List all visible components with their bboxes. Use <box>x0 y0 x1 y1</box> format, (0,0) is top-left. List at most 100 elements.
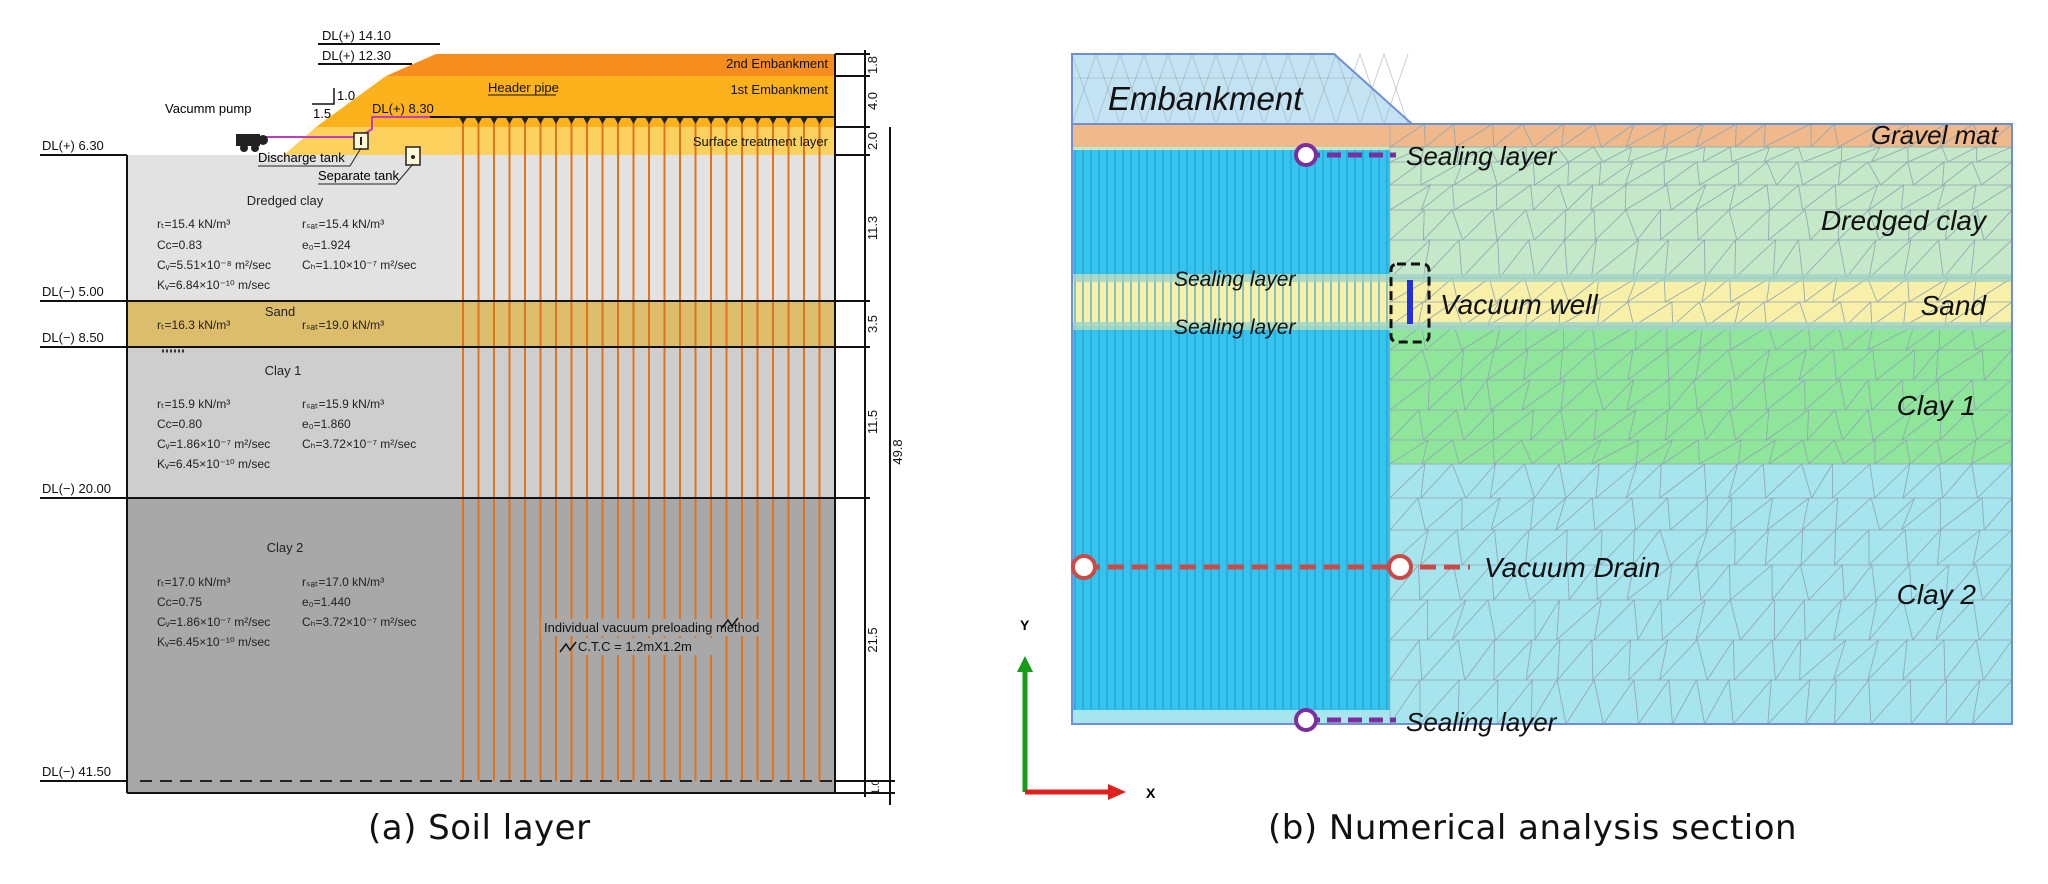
pipe-joint <box>474 117 483 124</box>
mesh-element <box>1095 54 1121 125</box>
label-header-pipe: Header pipe <box>488 80 559 95</box>
soil-properties: Dredged clay rₜ=15.4 kN/m³ rₛₐₜ=15.4 kN/… <box>157 193 416 649</box>
dredged-clay-layer <box>127 155 835 301</box>
clay2-cv: Cᵥ=1.86×10⁻⁷ m²/sec <box>157 615 270 629</box>
label-sealing-top: Sealing layer <box>1406 141 1558 171</box>
method-text: Individual vacuum preloading method <box>544 620 759 635</box>
pipe-joint <box>722 117 731 124</box>
pipe-joint <box>660 117 669 124</box>
vacuum-drain-zone <box>1072 150 1390 710</box>
axis-x-label: X <box>1146 785 1156 801</box>
mesh-element <box>1072 54 1097 125</box>
second-embankment <box>386 54 835 76</box>
label-vacuum-drain: Vacuum Drain <box>1484 552 1660 583</box>
pipe-joint <box>629 117 638 124</box>
level-6-30: DL(+) 6.30 <box>42 138 104 153</box>
label-discharge-tank: Discharge tank <box>258 150 345 165</box>
level-8-30: DL(+) 8.30 <box>372 101 434 116</box>
top-seal-marker <box>1294 143 1318 167</box>
pipe-joint <box>536 117 545 124</box>
pipe-joint <box>815 117 824 124</box>
clay1-kv: Kᵥ=6.45×10⁻¹⁰ m/sec <box>157 457 270 471</box>
upper-sealing-strip <box>1072 274 2012 282</box>
pipe-joint <box>707 117 715 124</box>
label-sealing-bottom: Sealing layer <box>1406 707 1558 737</box>
bottom-seal-marker <box>1294 708 1318 732</box>
pipe-joint <box>521 117 529 124</box>
first-embankment <box>316 76 835 127</box>
label-embankment: Embankment <box>1108 80 1304 117</box>
label-vacuum-pump: Vacumm pump <box>165 101 251 116</box>
clay2-gamma-sat: rₛₐₜ=17.0 kN/m³ <box>302 575 384 589</box>
pipe-joint <box>691 117 700 124</box>
label-sealing-upper: Sealing layer <box>1174 268 1296 291</box>
thickness-6: 11.5 <box>865 410 880 434</box>
clay2-e0: e₀=1.440 <box>302 595 351 609</box>
clay1-layer <box>127 347 835 498</box>
mesh-element <box>1311 54 1337 125</box>
thickness-labels: 1.8 4.0 2.0 11.3 3.5 11.5 21.5 1.0 49.8 <box>865 56 905 795</box>
sand-layer <box>127 301 835 347</box>
separate-tank-icon <box>405 146 421 166</box>
thickness-total: 49.8 <box>890 439 905 464</box>
pipe-joint <box>552 117 560 124</box>
level-m8-5: DL(−) 8.50 <box>42 330 104 345</box>
pipe-joint <box>645 117 653 124</box>
label-sand: Sand <box>1921 290 1988 321</box>
clay1-name: Clay 1 <box>265 363 302 378</box>
slope-triangle <box>312 88 335 105</box>
lower-sealing-strip <box>1072 322 2012 330</box>
pipe-joint <box>784 117 793 124</box>
clay2-name: Clay 2 <box>267 540 304 555</box>
soil-layer-panel: DL(+) 14.10 DL(+) 12.30 DL(+) 8.30 DL(+)… <box>40 28 905 805</box>
thickness-4: 11.3 <box>865 216 880 240</box>
mesh-element <box>1287 54 1313 125</box>
mesh-element <box>1167 54 1193 125</box>
label-vacuum-well: Vacuum well <box>1440 289 1598 320</box>
pipe-joint <box>583 117 591 124</box>
sand-gamma-sat: rₛₐₜ=19.0 kN/m³ <box>302 318 384 332</box>
drain-left-marker <box>1071 554 1097 580</box>
numerical-section-panel: Embankment Gravel mat Dredged clay Sand … <box>1017 53 2013 801</box>
label-clay1: Clay 1 <box>1897 390 1976 421</box>
embankment-region <box>1072 54 1412 124</box>
label-2nd-embankment: 2nd Embankment <box>726 56 828 71</box>
pipe-joint <box>459 117 467 124</box>
clay2-cc: Cᴄ=0.75 <box>157 595 202 609</box>
ctc-text: C.T.C = 1.2mX1.2m <box>578 639 692 654</box>
drain-right-marker <box>1387 554 1413 580</box>
section-outline <box>1071 123 2013 725</box>
pipe-joint <box>753 117 762 124</box>
pipe-joint <box>769 117 777 124</box>
clay2-gamma-t: rₜ=17.0 kN/m³ <box>157 575 230 589</box>
thickness-3: 2.0 <box>865 132 880 150</box>
dredged-gamma-t: rₜ=15.4 kN/m³ <box>157 217 230 231</box>
sand-gamma-t: rₜ=16.3 kN/m³ <box>157 318 230 332</box>
label-dredged-clay: Dredged clay <box>1821 205 1988 236</box>
dredged-gamma-sat: rₛₐₜ=15.4 kN/m³ <box>302 217 384 231</box>
dredged-clay-name: Dredged clay <box>247 193 324 208</box>
label-surface-layer: Surface treatment layer <box>693 134 829 149</box>
drain-zone-lower <box>1072 330 1390 710</box>
mesh-element <box>1971 679 2012 724</box>
header-pipe-joints <box>459 117 824 124</box>
caption-b: (b) Numerical analysis section <box>1268 808 1798 848</box>
label-1st-embankment: 1st Embankment <box>730 82 828 97</box>
thickness-1: 1.8 <box>865 56 880 74</box>
pipe-joint <box>505 117 514 124</box>
vacuum-line <box>262 116 450 138</box>
slope-horizontal: 1.5 <box>313 106 331 121</box>
clay1-gamma-t: rₜ=15.9 kN/m³ <box>157 397 230 411</box>
embankment-outline <box>1071 53 1413 125</box>
level-14-10: DL(+) 14.10 <box>322 28 391 43</box>
coordinate-axes: Y X <box>1017 617 1156 801</box>
pipe-joint <box>800 117 808 124</box>
pipe-joint <box>598 117 607 124</box>
mesh-element <box>1335 54 1361 125</box>
surface-treatment-layer <box>284 127 835 155</box>
level-m5: DL(−) 5.00 <box>42 284 104 299</box>
dredged-e0: e₀=1.924 <box>302 238 351 252</box>
clay1-cc: Cᴄ=0.80 <box>157 417 202 431</box>
level-m41-5: DL(−) 41.50 <box>42 764 111 779</box>
